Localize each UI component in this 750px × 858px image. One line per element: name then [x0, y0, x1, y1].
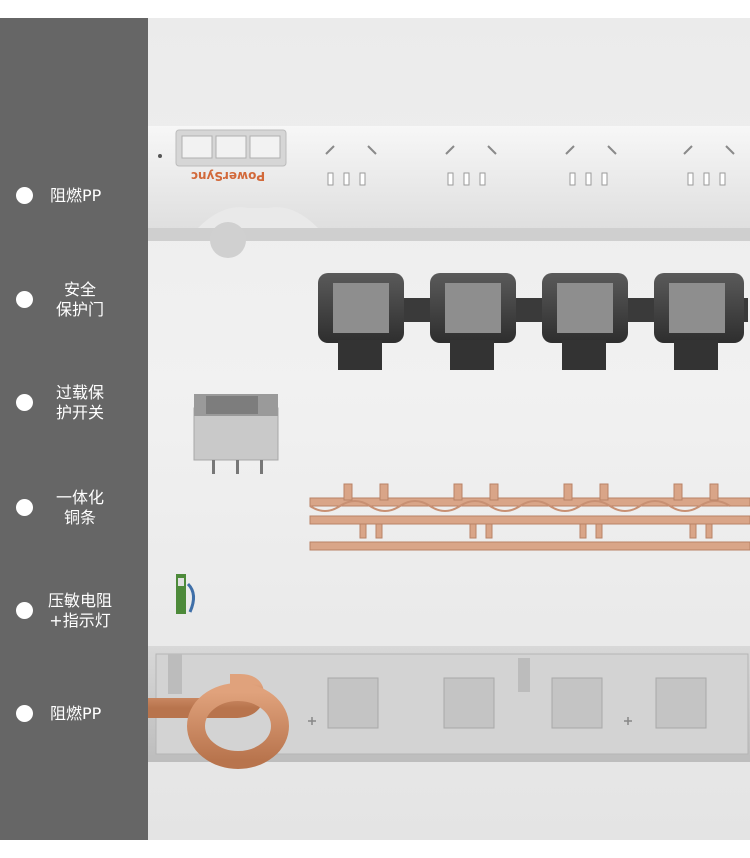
feature-label-line1: 一体化 — [55, 488, 104, 507]
feature-label-line2: 护开关 — [55, 403, 104, 422]
feature-label: 阻燃PP — [50, 704, 102, 723]
feature-item-copper-strip: 一体化 铜条 — [0, 488, 148, 528]
exploded-view-photo: PowerSync — [148, 18, 750, 840]
bullet-dot — [16, 187, 33, 204]
feature-label-line2: 保护门 — [55, 300, 104, 319]
feature-label: 安全 保护门 — [40, 280, 120, 320]
feature-item-flame-retardant-bottom: 阻燃PP — [0, 704, 148, 724]
bullet-dot — [16, 291, 33, 308]
exploded-view-illustration: PowerSync — [148, 126, 750, 769]
top-cover: PowerSync — [148, 126, 750, 258]
feature-label-line1: 压敏电阻 — [47, 591, 112, 610]
copper-strips — [309, 483, 750, 551]
feature-label: 阻燃PP — [50, 186, 102, 205]
bullet-dot — [16, 602, 33, 619]
varistor-indicator-board — [176, 574, 195, 614]
feature-label: 过载保 护开关 — [40, 383, 120, 423]
feature-label: 一体化 铜条 — [40, 488, 120, 528]
safety-shutters — [318, 273, 748, 370]
bullet-dot — [16, 499, 33, 516]
bottom-base — [148, 646, 750, 769]
feature-label-line2: +指示灯 — [49, 611, 111, 630]
feature-item-flame-retardant-top: 阻燃PP — [0, 186, 148, 206]
feature-item-safety-shutter: 安全 保护门 — [0, 280, 148, 320]
overload-switch — [193, 394, 279, 474]
bullet-dot — [16, 705, 33, 722]
brand-logo: PowerSync — [191, 169, 265, 183]
bullet-dot — [16, 394, 33, 411]
feature-item-varistor-indicator: 压敏电阻 +指示灯 — [0, 591, 148, 631]
feature-label-line2: 铜条 — [63, 508, 96, 527]
feature-item-overload-switch: 过载保 护开关 — [0, 383, 148, 423]
feature-sidebar: 阻燃PP 安全 保护门 过载保 护开关 一体化 铜条 — [0, 18, 148, 840]
feature-label: 压敏电阻 +指示灯 — [40, 591, 120, 631]
feature-label-line1: 安全 — [63, 280, 96, 299]
feature-label-line1: 过载保 — [55, 383, 104, 402]
